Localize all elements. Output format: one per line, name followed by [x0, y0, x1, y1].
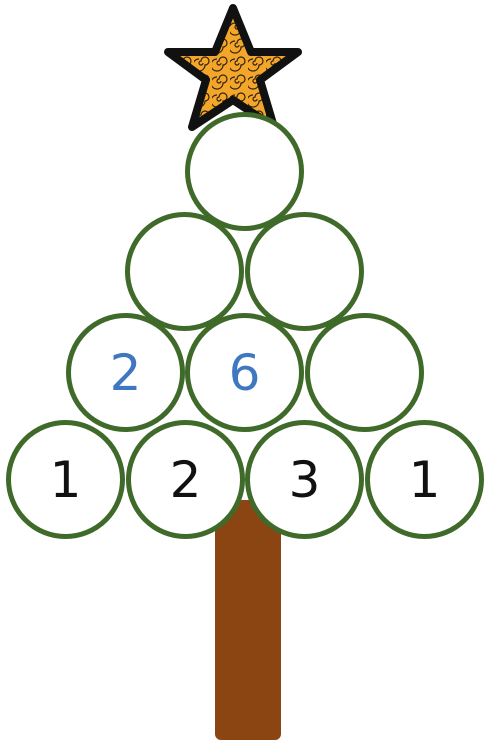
- tree-circle-row3-3: [305, 313, 424, 432]
- tree-value: 6: [229, 348, 261, 398]
- tree-value: 1: [409, 455, 441, 505]
- tree-circle-row1-1: [185, 112, 304, 231]
- tree-value: 3: [289, 455, 321, 505]
- tree-circle-row4-2: 2: [126, 420, 245, 539]
- tree-circle-row2-1: [125, 212, 244, 331]
- tree-trunk: [215, 500, 281, 740]
- tree-circle-row4-1: 1: [6, 420, 125, 539]
- tree-circle-row4-4: 1: [365, 420, 484, 539]
- tree-value: 1: [50, 455, 82, 505]
- tree-value: 2: [110, 348, 142, 398]
- tree-circle-row3-1: 2: [66, 313, 185, 432]
- tree-circle-row3-2: 6: [185, 313, 304, 432]
- tree-circle-row4-3: 3: [245, 420, 364, 539]
- tree-circle-row2-2: [245, 212, 364, 331]
- tree-value: 2: [170, 455, 202, 505]
